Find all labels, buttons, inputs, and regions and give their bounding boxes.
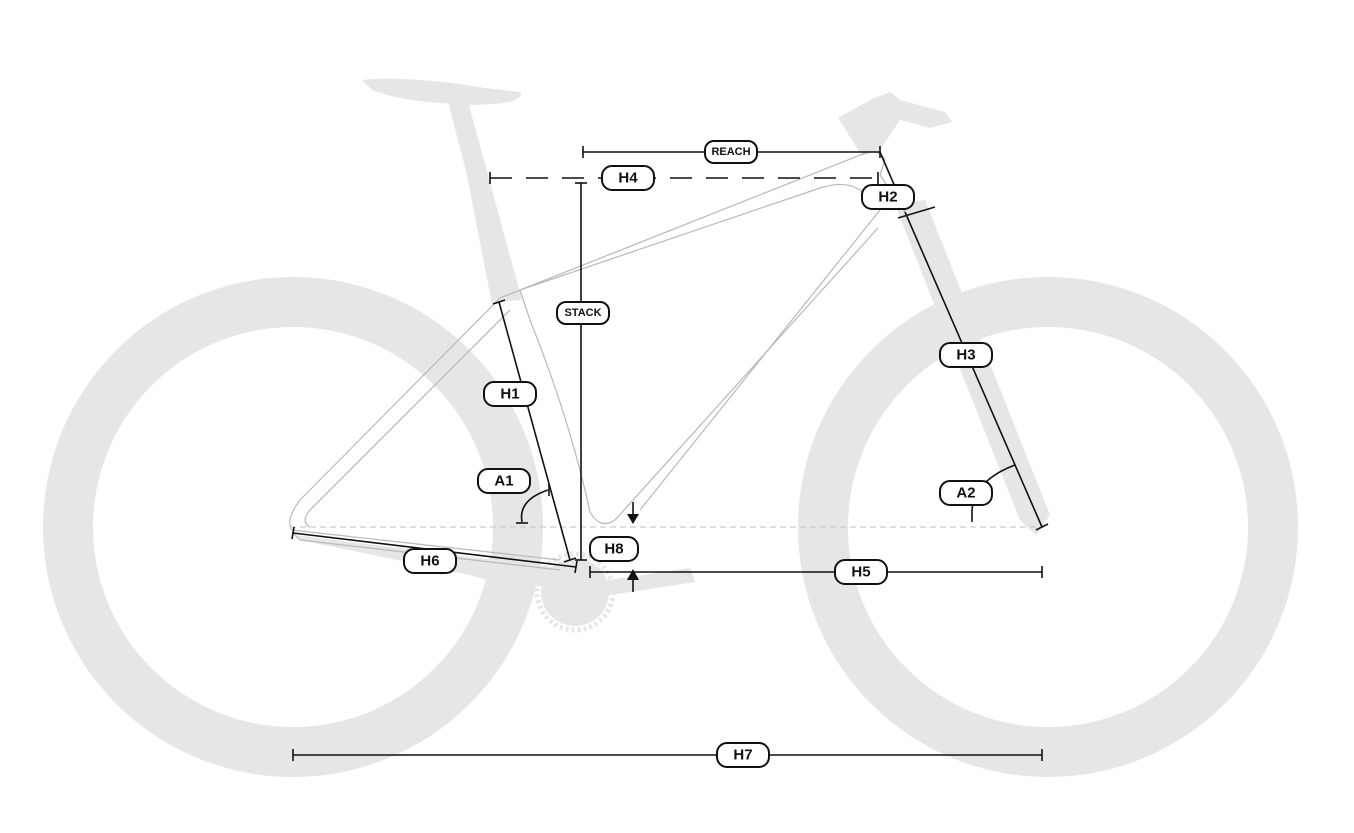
- svg-text:REACH: REACH: [711, 146, 750, 158]
- label-a2: A2: [939, 480, 993, 506]
- stem-handlebar: [838, 92, 952, 156]
- label-h7: H7: [716, 742, 770, 768]
- label-stack: STACK: [556, 301, 610, 325]
- label-h5: H5: [834, 559, 888, 585]
- label-h8: H8: [589, 536, 639, 562]
- label-h2: H2: [861, 184, 915, 210]
- svg-text:A2: A2: [956, 485, 975, 502]
- label-h6: H6: [403, 548, 457, 574]
- label-h4: H4: [601, 165, 655, 191]
- chainring: [541, 558, 609, 626]
- svg-text:H2: H2: [878, 189, 897, 206]
- seatpost: [447, 98, 522, 302]
- svg-text:H1: H1: [500, 386, 519, 403]
- label-h3: H3: [939, 342, 993, 368]
- svg-text:H3: H3: [956, 347, 975, 364]
- label-h1: H1: [483, 381, 537, 407]
- svg-text:A1: A1: [494, 473, 513, 490]
- svg-text:H5: H5: [851, 564, 870, 581]
- seatpost-lower: [460, 140, 505, 304]
- svg-text:H6: H6: [420, 553, 439, 570]
- saddle: [362, 78, 521, 105]
- measurement-lines: [291, 146, 1049, 761]
- bike-silhouette: [43, 78, 1298, 777]
- svg-text:H4: H4: [618, 170, 638, 187]
- crank-arm: [575, 568, 695, 600]
- svg-text:H7: H7: [733, 747, 752, 764]
- label-a1: A1: [477, 468, 531, 494]
- svg-text:H8: H8: [604, 541, 623, 558]
- svg-text:STACK: STACK: [564, 307, 601, 319]
- label-reach: REACH: [704, 140, 758, 164]
